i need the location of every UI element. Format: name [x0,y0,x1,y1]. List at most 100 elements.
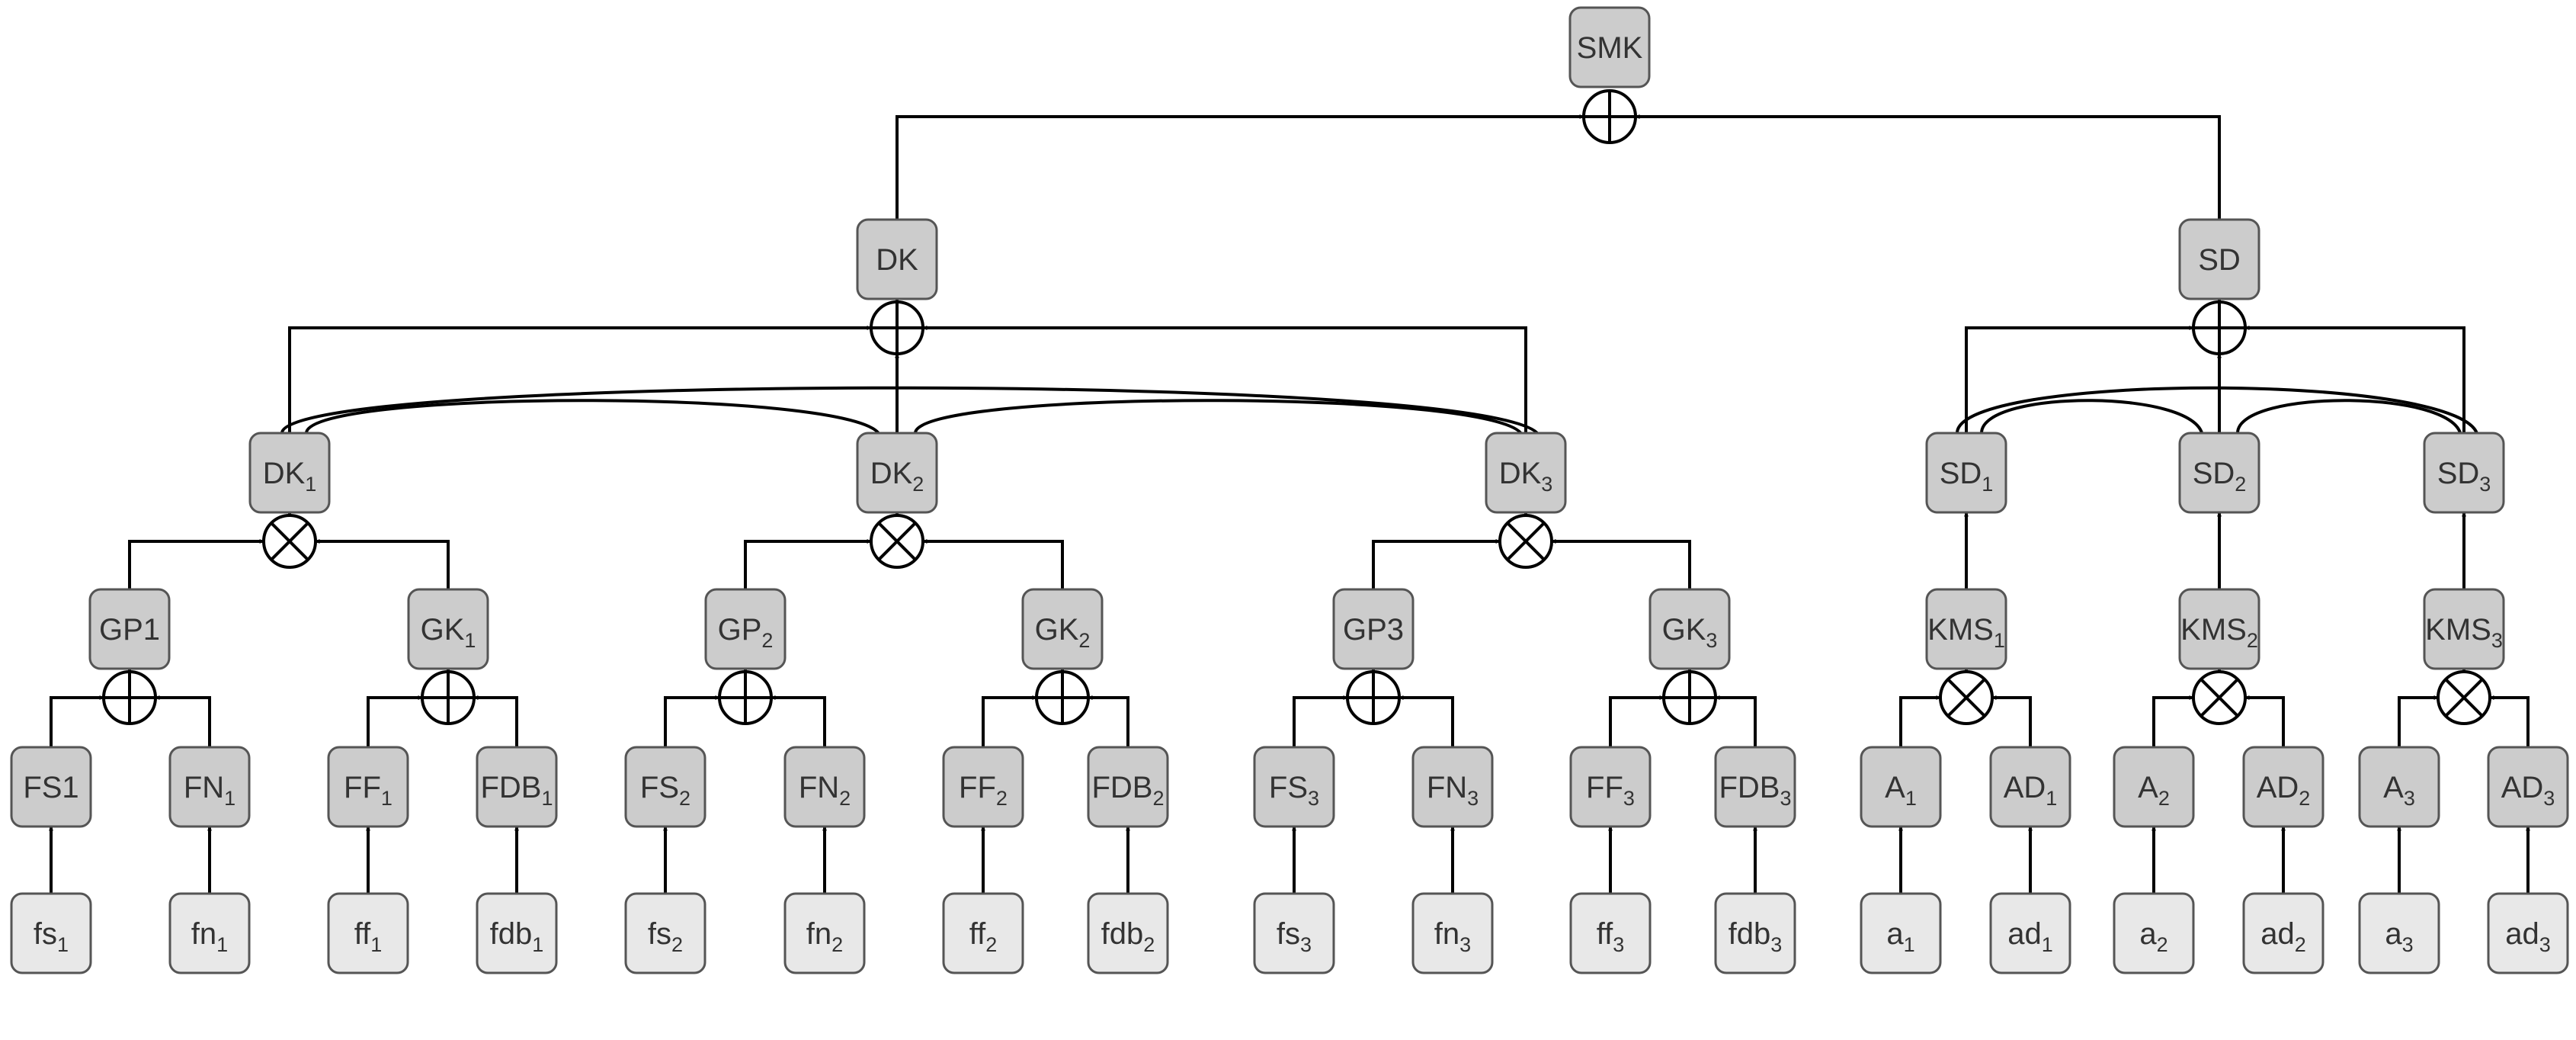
dk2-label: DK2 [870,457,924,496]
smk-sum-operator [1582,89,1637,144]
dk3-label: DK3 [1499,457,1553,496]
ad2-label: AD2 [2257,771,2311,810]
in-fdb1-label: fdb1 [490,917,544,956]
kms2-product-operator [2192,670,2247,725]
sd3-label: SD3 [2437,457,2491,496]
dk3-product-left-edge [1372,539,1501,589]
dk1-to-dk3-curve [280,386,1542,438]
sd2-node: SD2 [2178,432,2260,514]
in-fs2-label: fs2 [648,917,683,956]
in-ad1-node: ad1 [1989,892,2071,974]
ad3-label: AD3 [2501,771,2555,810]
dk-to-smk-edge [896,114,1584,220]
dk2-product-operator [870,514,924,569]
gk1-sum-left-edge [367,695,423,747]
in-ff1-node: ff1 [327,892,409,974]
dk3-product-operator [1498,514,1553,569]
sd-sum-operator [2192,300,2247,355]
ff2-node: FF2 [942,746,1024,828]
in-ad2-label: ad2 [2260,917,2306,956]
in-fs1-label: fs1 [34,917,69,956]
in-fs2-node: fs2 [624,892,706,974]
kms2-node: KMS2 [2178,588,2260,670]
in-fs1-node: fs1 [10,892,92,974]
sd1-to-sd2-curve [1980,399,2205,438]
in-ad3-label: ad3 [2505,917,2551,956]
kms3-product-operator [2437,670,2491,725]
in-a2-label: a2 [2139,917,2167,956]
in-fs3-node: fs3 [1253,892,1335,974]
fn3-node: FN3 [1411,746,1494,828]
gk3-sum-right-edge [1715,695,1757,747]
a1-label: A1 [1885,771,1917,810]
in-fdb3-label: fdb3 [1729,917,1783,956]
ff3-label: FF3 [1586,771,1635,810]
gp2-sum-left-edge [664,695,720,747]
gk2-sum-operator [1035,670,1090,725]
in-ad2-node: ad2 [2242,892,2324,974]
a2-node: A2 [2113,746,2195,828]
ff1-node: FF1 [327,746,409,828]
in-a1-node: a1 [1860,892,1942,974]
gp3-sum-right-edge [1399,695,1454,747]
fn1-node: FN1 [168,746,251,828]
fdb3-label: FDB3 [1719,771,1791,810]
fdb2-label: FDB2 [1091,771,1164,810]
fdb1-node: FDB1 [476,746,558,828]
fn2-label: FN2 [799,771,851,810]
kms3-product-left-edge [2398,695,2439,747]
fdb3-node: FDB3 [1714,746,1796,828]
fn1-label: FN1 [184,771,235,810]
gk2-sum-right-edge [1088,695,1129,747]
fs3-label: FS3 [1269,771,1319,810]
dk1-to-dk2-curve [305,399,883,438]
sd-sum-left-edge [1965,326,2194,433]
ff2-label: FF2 [959,771,1008,810]
in-fn3-node: fn3 [1411,892,1494,974]
sd-label: SD [2198,243,2241,277]
in-ff1-label: ff1 [354,917,383,956]
in-a3-label: a3 [2385,917,2413,956]
in-ff3-label: ff3 [1597,917,1625,956]
dk1-product-operator [262,514,317,569]
kms3-node: KMS3 [2423,588,2505,670]
ad1-label: AD1 [2004,771,2058,810]
ad1-node: AD1 [1989,746,2071,828]
kms1-product-operator [1939,670,1994,725]
in-a2-node: a2 [2113,892,2195,974]
edges-layer [49,114,2530,894]
dk2-to-dk3-curve [914,399,1525,438]
ad2-node: AD2 [2242,746,2324,828]
gk1-node: GK1 [407,588,489,670]
dk2-node: DK2 [856,432,938,514]
dk2-product-left-edge [744,539,872,589]
a3-label: A3 [2383,771,2415,810]
in-fdb2-label: fdb2 [1101,917,1155,956]
gp1-label: GP1 [99,613,160,647]
sd-to-smk-edge [1635,114,2221,220]
sd3-node: SD3 [2423,432,2505,514]
in-ad1-label: ad1 [2007,917,2053,956]
gp2-sum-operator [718,670,773,725]
in-ff3-node: ff3 [1569,892,1652,974]
fs1-node: FS1 [10,746,92,828]
gk1-sum-operator [421,670,476,725]
dk1-product-right-edge [315,539,450,589]
in-a3-node: a3 [2358,892,2440,974]
in-ad3-node: ad3 [2487,892,2569,974]
in-fdb2-node: fdb2 [1087,892,1169,974]
kms2-product-left-edge [2152,695,2194,747]
gp1-sum-left-edge [50,695,104,747]
gp2-node: GP2 [704,588,787,670]
fs2-node: FS2 [624,746,706,828]
in-a1-label: a1 [1886,917,1914,956]
gk3-sum-left-edge [1609,695,1664,747]
sd1-node: SD1 [1925,432,2007,514]
in-ff2-label: ff2 [969,917,998,956]
dk-sum-left-edge [288,326,872,433]
dk3-product-right-edge [1551,539,1691,589]
gp1-node: GP1 [88,588,171,670]
sd1-label: SD1 [1940,457,1994,496]
kms3-label: KMS3 [2425,613,2503,652]
kms1-product-left-edge [1899,695,1941,747]
